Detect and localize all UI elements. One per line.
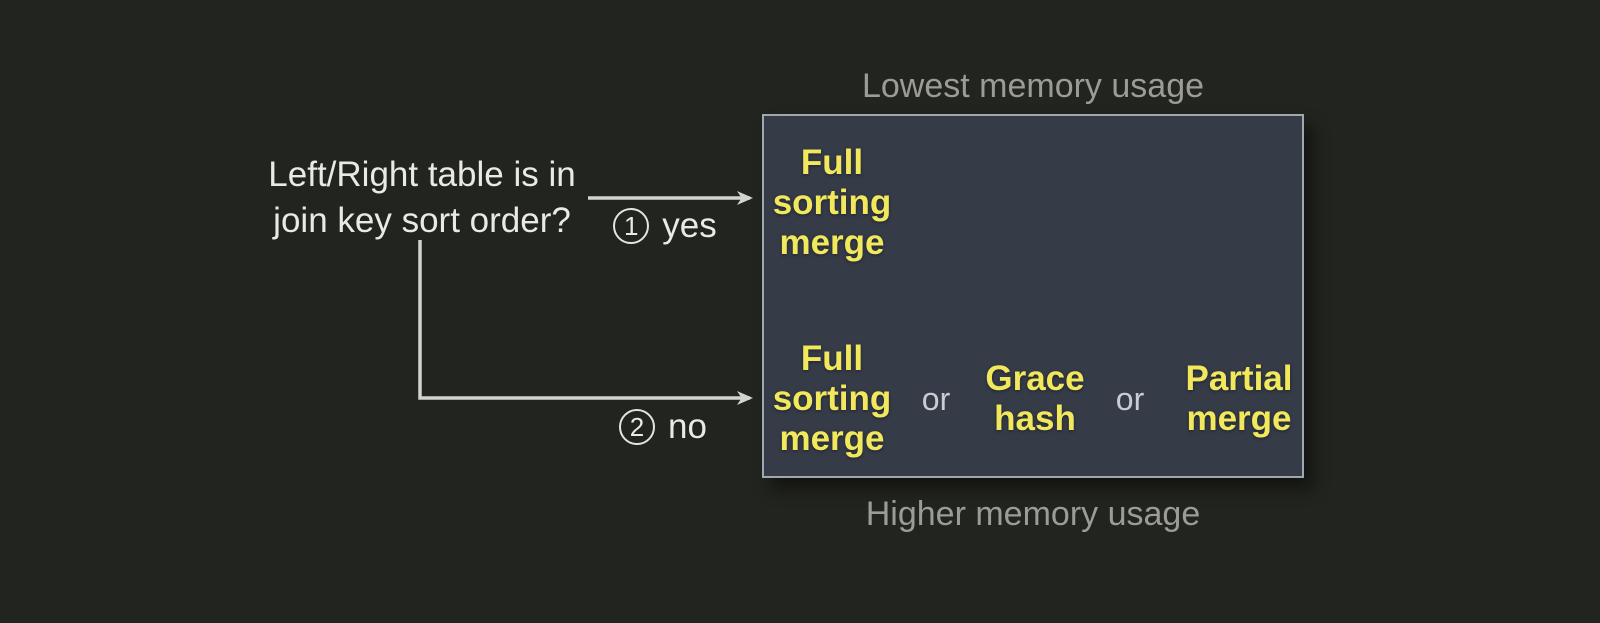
algorithm-full-sorting-merge-no: Full sorting merge bbox=[772, 339, 892, 458]
algorithm-full-sorting-merge-yes: Full sorting merge bbox=[772, 143, 892, 262]
join-algorithms-box: Full sorting merge Full sorting merge or… bbox=[762, 114, 1304, 478]
no-branch-label: 2 no bbox=[593, 407, 733, 447]
or-separator-1: or bbox=[921, 381, 951, 417]
yes-branch-label: 1 yes bbox=[595, 206, 735, 246]
no-arrow bbox=[418, 240, 753, 405]
yes-label-text: yes bbox=[662, 206, 717, 245]
algorithm-partial-merge: Partial merge bbox=[1185, 359, 1293, 438]
algorithm-grace-hash: Grace hash bbox=[985, 359, 1085, 438]
lowest-memory-label: Lowest memory usage bbox=[861, 67, 1205, 105]
circled-2-icon: 2 bbox=[619, 409, 656, 445]
question-text: Left/Right table is in join key sort ord… bbox=[268, 155, 576, 240]
higher-memory-label: Higher memory usage bbox=[865, 495, 1201, 533]
no-label-text: no bbox=[668, 407, 707, 446]
or-separator-2: or bbox=[1115, 381, 1145, 417]
circled-1-icon: 1 bbox=[613, 208, 650, 244]
